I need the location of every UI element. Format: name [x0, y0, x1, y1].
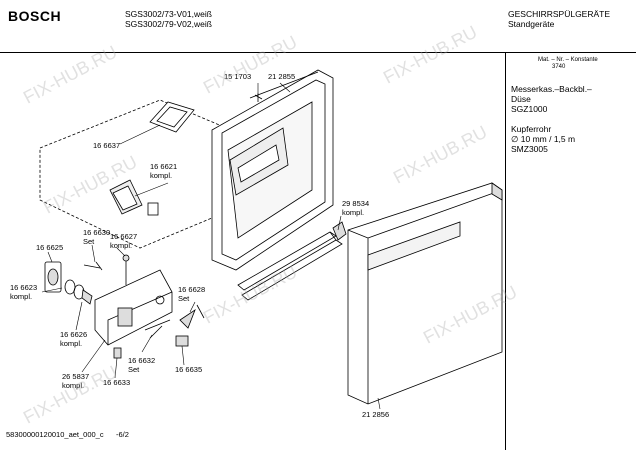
clip-part-166635	[175, 335, 189, 347]
frame-part-166637	[149, 101, 195, 133]
page-number: -6/2	[116, 430, 129, 439]
part-label-166632-note: Set	[128, 365, 140, 374]
part-label-298534-note: kompl.	[342, 208, 365, 217]
subcategory-title: Standgeräte	[508, 19, 555, 29]
door-frame-212855	[211, 69, 334, 271]
part-label-166627: 16 6627	[110, 232, 138, 241]
leader-lines	[41, 82, 381, 410]
screw-part-151703	[254, 93, 263, 102]
part-label-166628-note: Set	[178, 294, 190, 303]
knob-part-166625	[44, 261, 93, 305]
part-label-166621-note: kompl.	[150, 171, 173, 180]
part-label-212855: 21 2855	[268, 72, 296, 81]
note-line-7: SMZ3005	[511, 144, 548, 154]
part-label-166623-note: kompl.	[10, 292, 33, 301]
note-line-3: SGZ1000	[511, 104, 548, 114]
ident-value: 3740	[552, 64, 566, 70]
part-label-166623: 16 6623	[10, 283, 38, 292]
part-label-298534: 29 8534	[342, 199, 370, 208]
brand-logo: BOSCH	[8, 8, 62, 24]
model-line-2: SGS3002/79-V02,weiß	[125, 19, 212, 29]
part-label-166635: 16 6635	[175, 365, 203, 374]
module-part-166621	[109, 179, 159, 216]
part-label-166626-note: kompl.	[60, 339, 83, 348]
ident-label: Mat. – Nr. – Konstante	[538, 57, 598, 63]
part-label-166621: 16 6621	[150, 162, 178, 171]
part-label-265837: 26 5837	[62, 372, 90, 381]
part-label-166633: 16 6633	[103, 378, 131, 387]
note-line-5: Kupferrohr	[511, 124, 552, 134]
model-line-1: SGS3002/73-V01,weiß	[125, 9, 212, 19]
control-housing-265837	[94, 269, 173, 346]
note-line-1: Messerkas.–Backbl.–	[511, 84, 592, 94]
category-title: GESCHIRRSPÜLGERÄTE	[508, 9, 611, 19]
part-label-166630: 16 6630	[83, 228, 111, 237]
clip-part-166633	[113, 347, 122, 359]
part-label-166637: 16 6637	[93, 141, 121, 150]
spring-parts-166628	[144, 304, 205, 339]
part-label-166628: 16 6628	[178, 285, 206, 294]
document-id: 58300000120010_aet_000_c	[6, 430, 104, 439]
part-label-151703: 15 1703	[224, 72, 252, 81]
part-label-265837-note: kompl.	[62, 381, 85, 390]
part-label-166625: 16 6625	[36, 243, 64, 252]
part-label-166627-note: kompl.	[110, 241, 133, 250]
part-label-212856: 21 2856	[362, 410, 390, 419]
handle-bar-298534	[237, 221, 347, 301]
note-line-6: ∅ 10 mm / 1,5 m	[511, 134, 576, 144]
part-label-166630-note: Set	[83, 237, 95, 246]
part-label-166632: 16 6632	[128, 356, 156, 365]
header-rule	[0, 52, 636, 53]
part-label-166626: 16 6626	[60, 330, 88, 339]
small-parts-166630	[83, 254, 130, 285]
outer-door-panel-212856	[347, 182, 503, 405]
side-panel-divider	[505, 52, 506, 450]
note-line-2: Düse	[511, 94, 531, 104]
